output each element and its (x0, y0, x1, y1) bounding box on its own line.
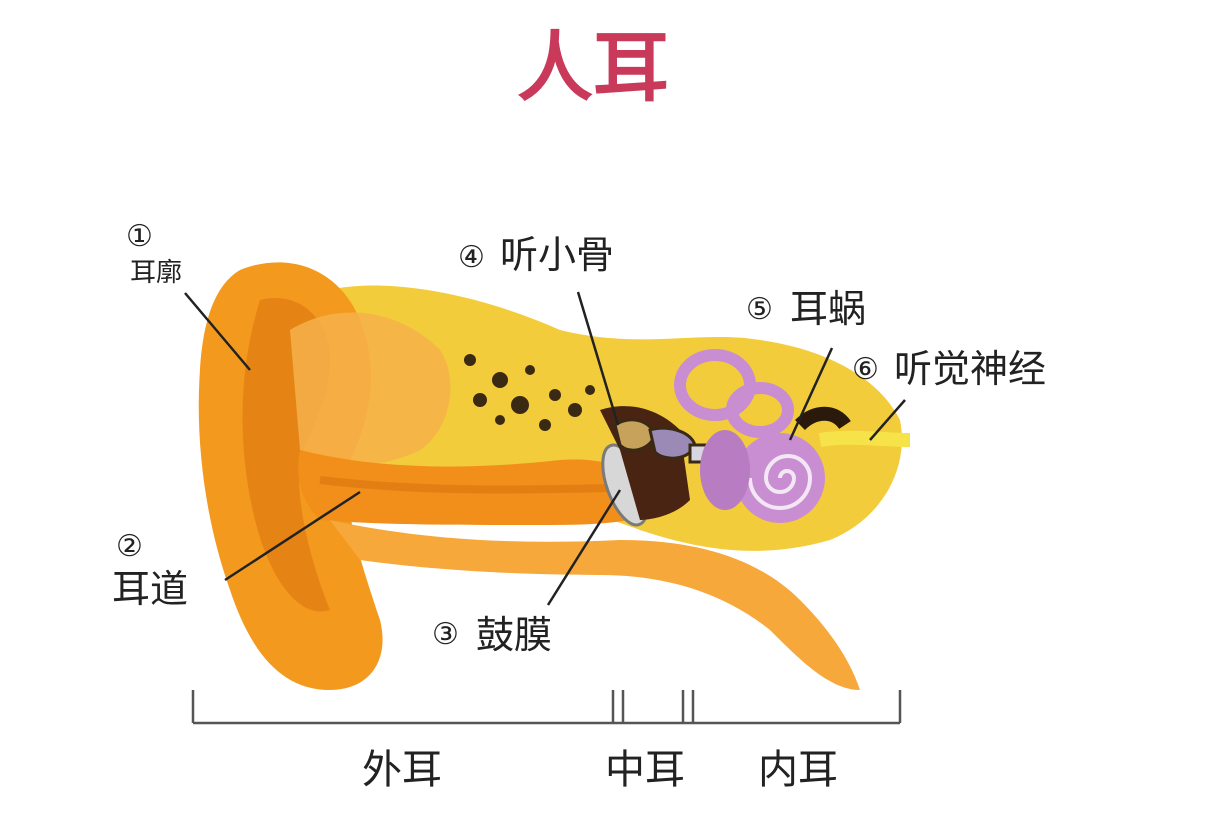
region-inner-ear: 内耳 (758, 747, 838, 793)
leader-eardrum (546, 489, 622, 606)
label-4-number: ④ (458, 240, 485, 275)
leader-auricle (184, 292, 251, 371)
label-6-number: ⑥ (852, 352, 879, 387)
label-5-number: ⑤ (746, 292, 773, 327)
label-4-text: 听小骨 (500, 233, 615, 277)
lower-tissue (330, 520, 860, 690)
region-middle-ear: 中耳 (605, 747, 685, 793)
page-title: 人耳 (517, 23, 669, 112)
label-1-number: ① (126, 219, 153, 254)
label-1-text: 耳廓 (130, 258, 183, 288)
leader-ossicles (576, 291, 620, 426)
label-3-text: 鼓膜 (476, 613, 553, 657)
region-outer-ear: 外耳 (362, 747, 442, 793)
cochlea-shape (735, 433, 825, 523)
semicircular-canals (674, 349, 794, 438)
label-2-number: ② (116, 529, 143, 564)
leader-nerve (869, 399, 906, 441)
leader-canal (224, 490, 361, 582)
leader-cochlea (788, 347, 834, 441)
leader-lines (184, 291, 906, 606)
canal-shade (319, 476, 611, 494)
region-bracket (191, 690, 902, 725)
label-5-text: 耳蜗 (790, 287, 867, 331)
bone-pores (464, 354, 595, 431)
label-2-text: 耳道 (112, 567, 189, 611)
label-6-text: 听觉神经 (894, 347, 1047, 391)
label-3-number: ③ (432, 617, 459, 652)
vestibule-shape (700, 430, 750, 510)
skin-layer (290, 312, 451, 465)
auditory-nerve-shape (818, 430, 911, 447)
